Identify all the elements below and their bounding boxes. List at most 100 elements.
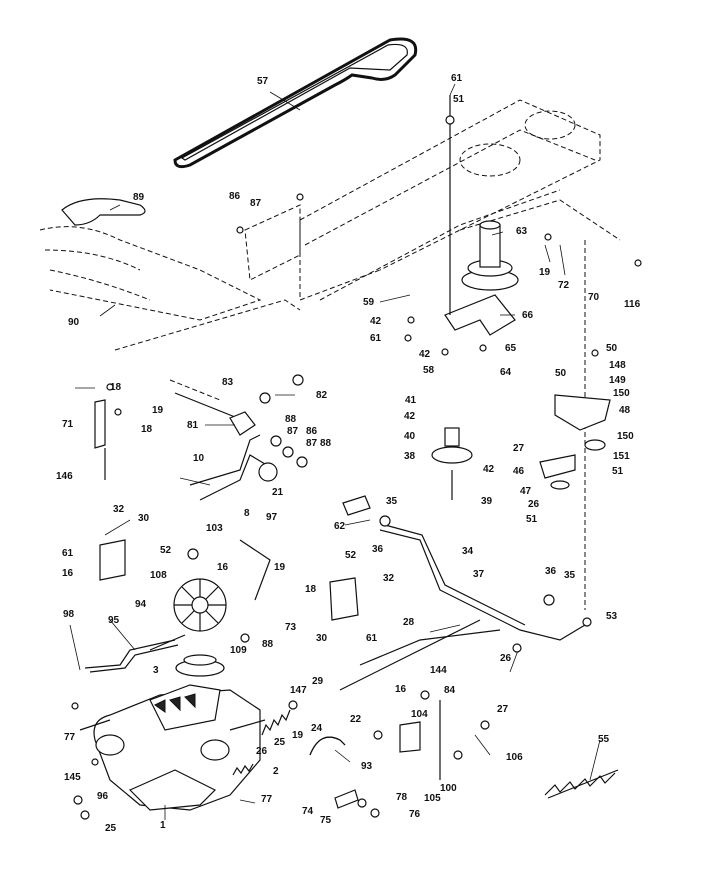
callout-77[interactable]: 77 bbox=[64, 732, 76, 743]
callout-1[interactable]: 1 bbox=[160, 820, 166, 831]
callout-25[interactable]: 25 bbox=[105, 823, 117, 834]
callout-10[interactable]: 10 bbox=[193, 453, 205, 464]
callout-151[interactable]: 151 bbox=[613, 451, 630, 462]
callout-90[interactable]: 90 bbox=[68, 317, 80, 328]
callout-145[interactable]: 145 bbox=[64, 772, 81, 783]
callout-19[interactable]: 19 bbox=[539, 267, 551, 278]
callout-95[interactable]: 95 bbox=[108, 615, 120, 626]
callout-61[interactable]: 61 bbox=[370, 333, 382, 344]
callout-27[interactable]: 27 bbox=[513, 443, 525, 454]
callout-76[interactable]: 76 bbox=[409, 809, 421, 820]
callout-52[interactable]: 52 bbox=[345, 550, 357, 561]
callout-147[interactable]: 147 bbox=[290, 685, 307, 696]
callout-18[interactable]: 18 bbox=[110, 382, 122, 393]
callout-35[interactable]: 35 bbox=[386, 496, 398, 507]
callout-94[interactable]: 94 bbox=[135, 599, 147, 610]
callout-88[interactable]: 88 bbox=[285, 414, 297, 425]
callout-16[interactable]: 16 bbox=[395, 684, 407, 695]
callout-108[interactable]: 108 bbox=[150, 570, 167, 581]
callout-48[interactable]: 48 bbox=[619, 405, 631, 416]
callout-66[interactable]: 66 bbox=[522, 310, 534, 321]
callout-73[interactable]: 73 bbox=[285, 622, 297, 633]
callout-63[interactable]: 63 bbox=[516, 226, 528, 237]
callout-105[interactable]: 105 bbox=[424, 793, 441, 804]
callout-97[interactable]: 97 bbox=[266, 512, 278, 523]
callout-32[interactable]: 32 bbox=[113, 504, 125, 515]
callout-88[interactable]: 88 bbox=[262, 639, 274, 650]
callout-100[interactable]: 100 bbox=[440, 783, 457, 794]
callout-40[interactable]: 40 bbox=[404, 431, 416, 442]
callout-98[interactable]: 98 bbox=[63, 609, 75, 620]
callout-59[interactable]: 59 bbox=[363, 297, 375, 308]
callout-18[interactable]: 18 bbox=[305, 584, 317, 595]
callout-93[interactable]: 93 bbox=[361, 761, 373, 772]
callout-42[interactable]: 42 bbox=[370, 316, 382, 327]
callout-30[interactable]: 30 bbox=[138, 513, 150, 524]
callout-61[interactable]: 61 bbox=[62, 548, 74, 559]
callout-42[interactable]: 42 bbox=[404, 411, 416, 422]
callout-72[interactable]: 72 bbox=[558, 280, 570, 291]
callout-19[interactable]: 19 bbox=[152, 405, 164, 416]
callout-26[interactable]: 26 bbox=[256, 746, 268, 757]
callout-70[interactable]: 70 bbox=[588, 292, 600, 303]
callout-51[interactable]: 51 bbox=[526, 514, 538, 525]
callout-16[interactable]: 16 bbox=[217, 562, 229, 573]
callout-144[interactable]: 144 bbox=[430, 665, 447, 676]
callout-87[interactable]: 87 bbox=[287, 426, 299, 437]
callout-18[interactable]: 18 bbox=[141, 424, 153, 435]
callout-52[interactable]: 52 bbox=[160, 545, 172, 556]
callout-2[interactable]: 2 bbox=[273, 766, 279, 777]
callout-116[interactable]: 116 bbox=[624, 299, 641, 310]
callout-3[interactable]: 3 bbox=[153, 665, 159, 676]
callout-103[interactable]: 103 bbox=[206, 523, 223, 534]
callout-46[interactable]: 46 bbox=[513, 466, 525, 477]
callout-150[interactable]: 150 bbox=[613, 388, 630, 399]
callout-41[interactable]: 41 bbox=[405, 395, 417, 406]
callout-64[interactable]: 64 bbox=[500, 367, 512, 378]
callout-26[interactable]: 26 bbox=[528, 499, 540, 510]
callout-81[interactable]: 81 bbox=[187, 420, 199, 431]
callout-32[interactable]: 32 bbox=[383, 573, 395, 584]
callout-150[interactable]: 150 bbox=[617, 431, 634, 442]
callout-34[interactable]: 34 bbox=[462, 546, 474, 557]
callout-35[interactable]: 35 bbox=[564, 570, 576, 581]
callout-51[interactable]: 51 bbox=[453, 94, 465, 105]
callout-8[interactable]: 8 bbox=[244, 508, 250, 519]
callout-84[interactable]: 84 bbox=[444, 685, 456, 696]
callout-16[interactable]: 16 bbox=[62, 568, 74, 579]
callout-53[interactable]: 53 bbox=[606, 611, 618, 622]
callout-149[interactable]: 149 bbox=[609, 375, 626, 386]
callout-51[interactable]: 51 bbox=[612, 466, 624, 477]
callout-58[interactable]: 58 bbox=[423, 365, 435, 376]
callout-22[interactable]: 22 bbox=[350, 714, 362, 725]
callout-38[interactable]: 38 bbox=[404, 451, 416, 462]
callout-83[interactable]: 83 bbox=[222, 377, 234, 388]
callout-61[interactable]: 61 bbox=[366, 633, 378, 644]
callout-50[interactable]: 50 bbox=[555, 368, 567, 379]
callout-55[interactable]: 55 bbox=[598, 734, 610, 745]
callout-28[interactable]: 28 bbox=[403, 617, 415, 628]
callout-87[interactable]: 87 bbox=[250, 198, 262, 209]
callout-88[interactable]: 88 bbox=[320, 438, 332, 449]
callout-29[interactable]: 29 bbox=[312, 676, 324, 687]
callout-57[interactable]: 57 bbox=[257, 76, 269, 87]
callout-42[interactable]: 42 bbox=[483, 464, 495, 475]
callout-96[interactable]: 96 bbox=[97, 791, 109, 802]
callout-148[interactable]: 148 bbox=[609, 360, 626, 371]
callout-77[interactable]: 77 bbox=[261, 794, 273, 805]
callout-27[interactable]: 27 bbox=[497, 704, 509, 715]
callout-36[interactable]: 36 bbox=[545, 566, 557, 577]
callout-89[interactable]: 89 bbox=[133, 192, 145, 203]
callout-26[interactable]: 26 bbox=[500, 653, 512, 664]
callout-50[interactable]: 50 bbox=[606, 343, 618, 354]
callout-19[interactable]: 19 bbox=[274, 562, 286, 573]
callout-86[interactable]: 86 bbox=[229, 191, 241, 202]
callout-71[interactable]: 71 bbox=[62, 419, 74, 430]
callout-39[interactable]: 39 bbox=[481, 496, 493, 507]
callout-82[interactable]: 82 bbox=[316, 390, 328, 401]
callout-146[interactable]: 146 bbox=[56, 471, 73, 482]
callout-62[interactable]: 62 bbox=[334, 521, 346, 532]
callout-109[interactable]: 109 bbox=[230, 645, 247, 656]
callout-37[interactable]: 37 bbox=[473, 569, 485, 580]
callout-47[interactable]: 47 bbox=[520, 486, 532, 497]
